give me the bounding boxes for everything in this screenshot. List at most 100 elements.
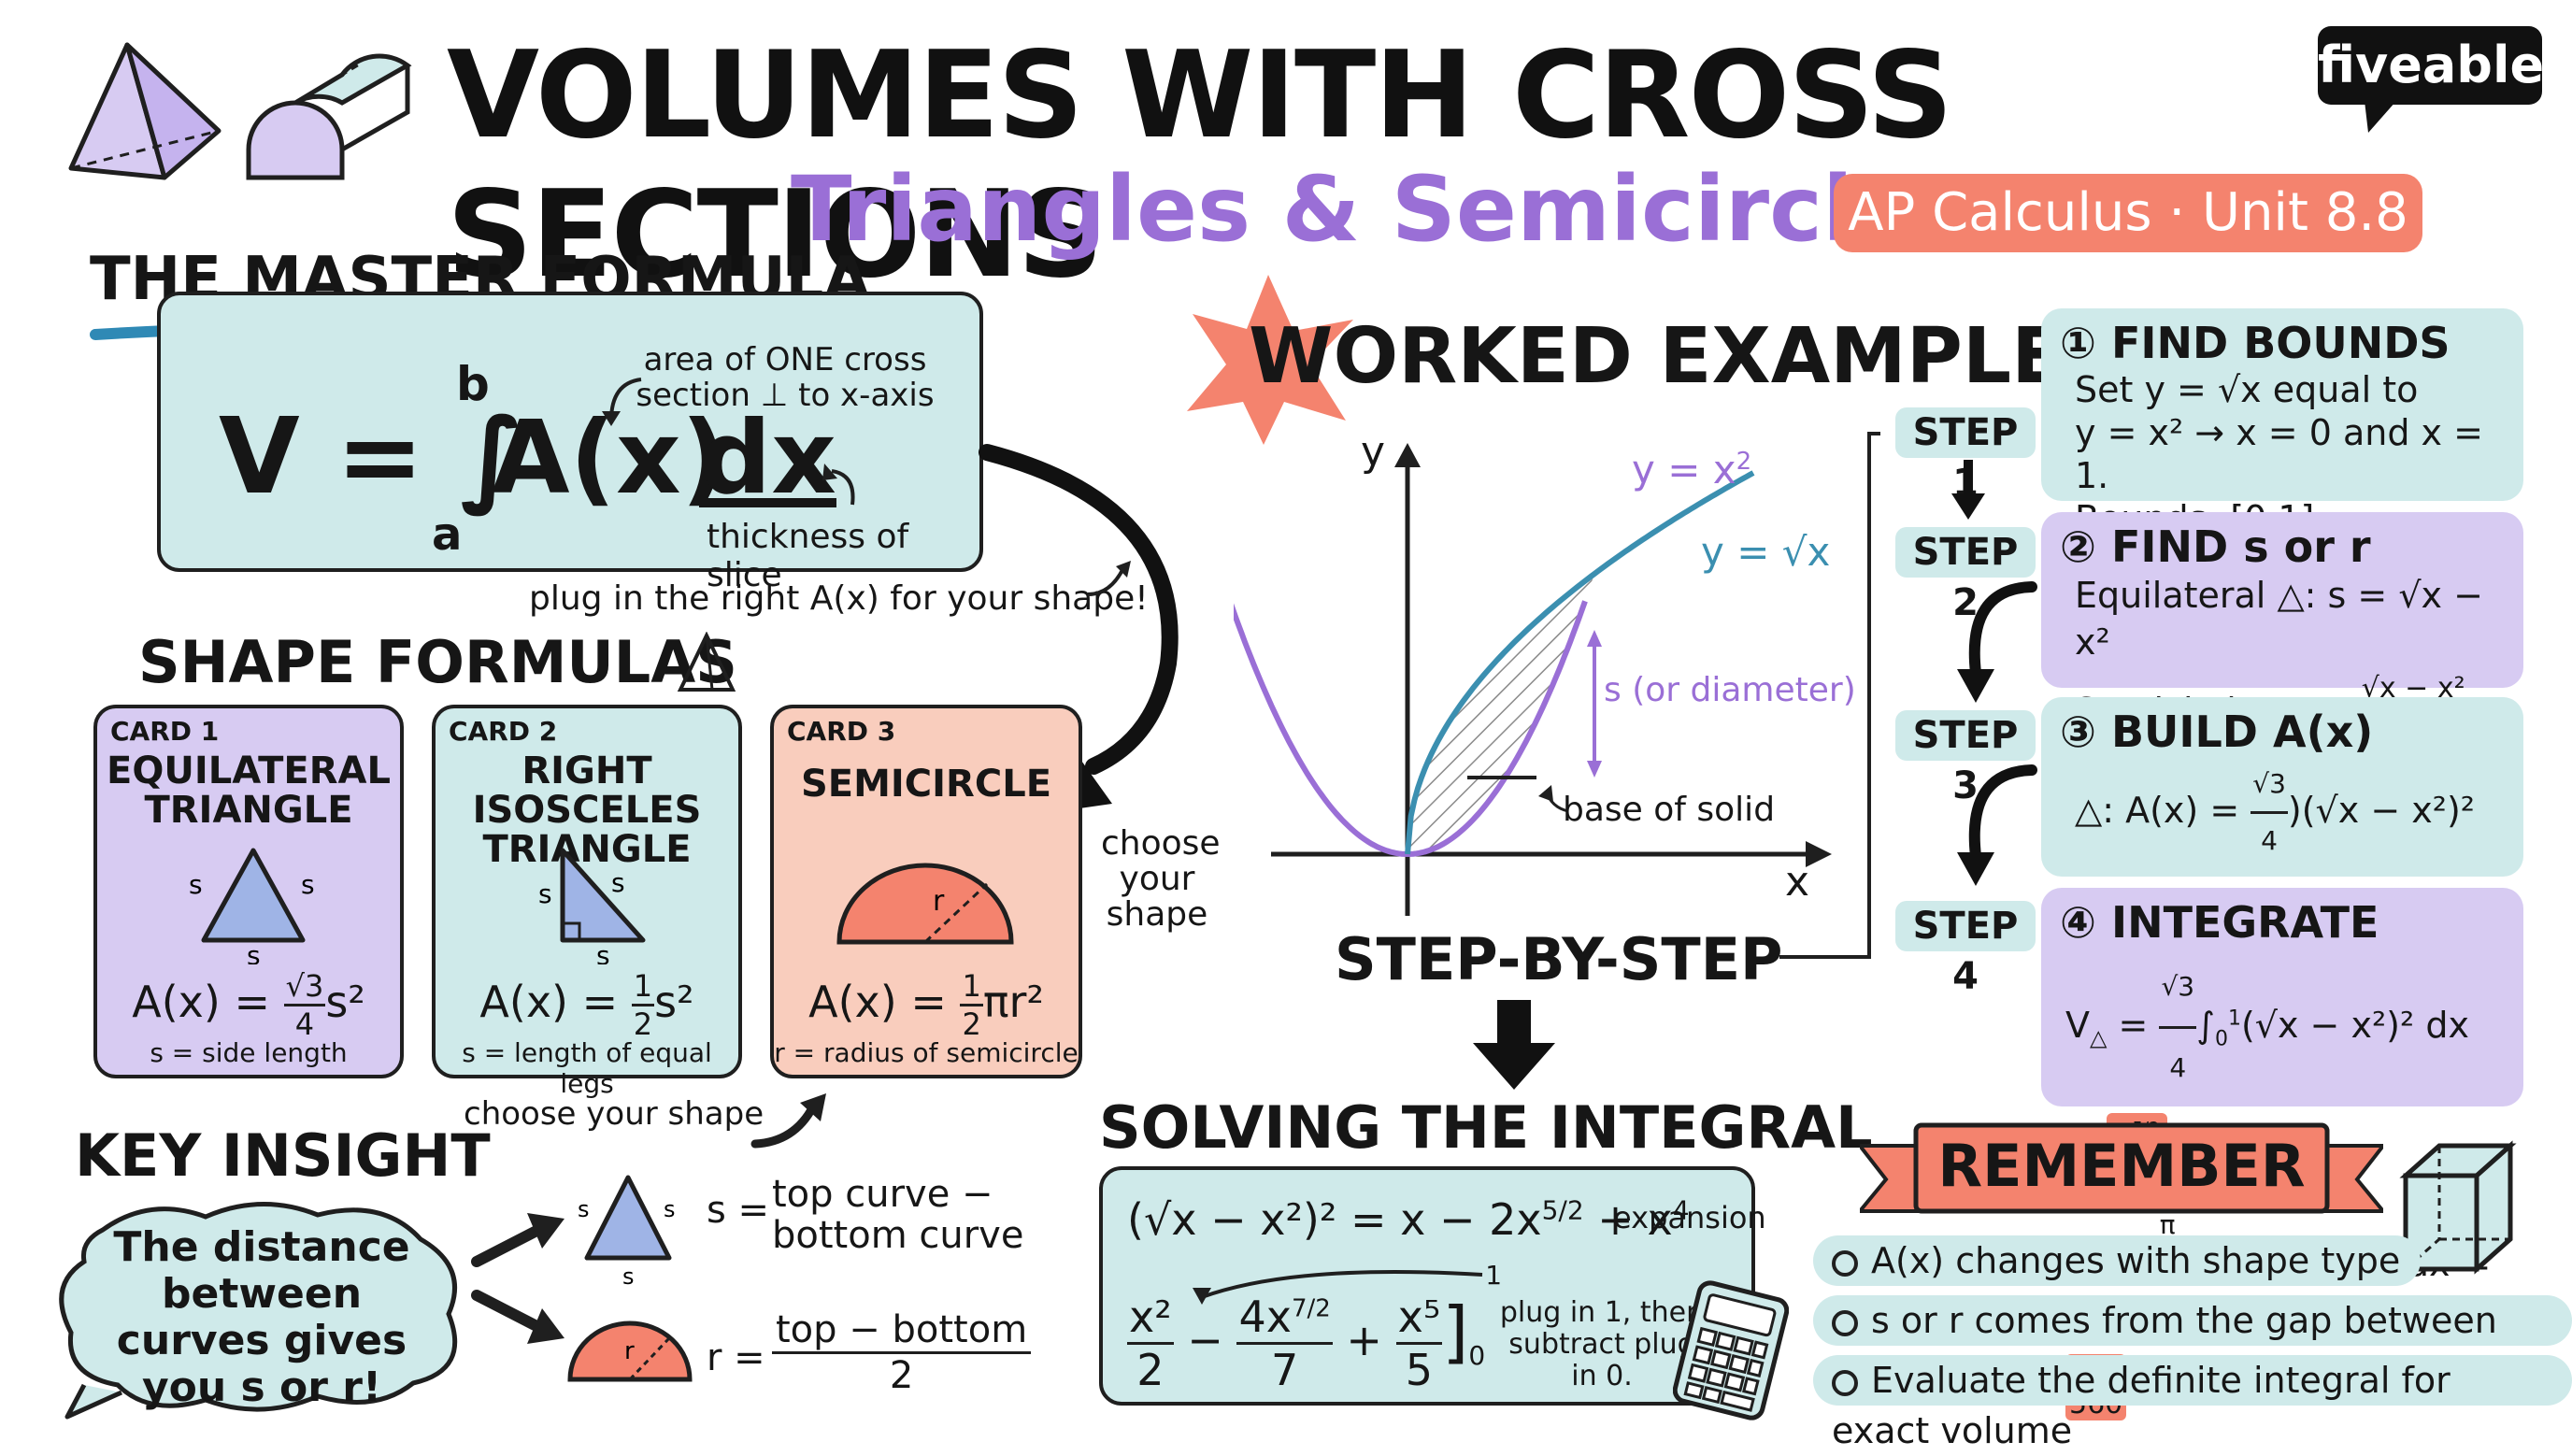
- integral-card: (√x − x²)² = x − 2x5/2 + x4 expansion x²…: [1099, 1166, 1766, 1406]
- arrow-icon: [1087, 561, 1131, 596]
- thickness-note: thickness of slice: [707, 518, 909, 594]
- remember-item-text: A(x) changes with shape type: [1871, 1240, 2401, 1281]
- step-3-label: STEP 3: [1895, 710, 2036, 807]
- arrow-icon: [471, 1213, 564, 1344]
- svg-text:s: s: [611, 867, 625, 898]
- right-triangle-icon: s s s: [538, 848, 646, 964]
- step-2-line: Equilateral △: s = √x − x²: [2075, 575, 2483, 663]
- step-1-label: STEP 1: [1895, 407, 2036, 505]
- svg-text:s: s: [247, 940, 261, 964]
- step-1-title: ① FIND BOUNDS: [2060, 318, 2451, 368]
- key-insight-heading: KEY INSIGHT: [75, 1121, 491, 1190]
- solving-integral-heading: SOLVING THE INTEGRAL: [1099, 1093, 1873, 1162]
- page-title: VOLUMES WITH CROSS SECTIONS: [447, 26, 1953, 305]
- r-numerator: top − bottom: [772, 1308, 1032, 1354]
- thought-bubble: [59, 1202, 458, 1420]
- semicircle-icon: r: [836, 863, 1014, 945]
- arrow-icon: [750, 1093, 826, 1149]
- master-formula-card: V = ∫ b a A(x) dx area of ONE cross sect…: [157, 292, 983, 594]
- prism-icon: [2399, 1140, 2517, 1275]
- course-badge: AP Calculus · Unit 8.8: [1834, 174, 2422, 252]
- base-of-solid-label: base of solid: [1563, 791, 1776, 829]
- svg-text:s: s: [578, 1196, 590, 1222]
- equilateral-triangle-icon: s s s: [578, 1175, 676, 1290]
- x-axis-label: x: [1785, 858, 1810, 906]
- upper-bound: b: [456, 357, 490, 411]
- expansion-equation: (√x − x²)² = x − 2x5/2 + x4: [1127, 1194, 1690, 1245]
- svg-text:s: s: [301, 869, 315, 900]
- formula-v: V = ∫: [219, 396, 524, 518]
- arrow-icon: [822, 464, 855, 506]
- svg-text:r: r: [624, 1337, 635, 1365]
- step-2-card: ② FIND s or r Equilateral △: s = √x − x²…: [2041, 512, 2523, 754]
- remember-item-text: s or r comes from the gap between curves: [1832, 1300, 2497, 1392]
- card-note: s = side length: [150, 1037, 348, 1068]
- arrow-icon: [1193, 1270, 1483, 1305]
- pyramid-icon: [677, 632, 736, 692]
- svg-text:s: s: [664, 1196, 676, 1222]
- step-1-line: Set y = √x equal to: [2075, 369, 2419, 410]
- step-1-card: ① FIND BOUNDS Set y = √x equal to y = x²…: [2041, 308, 2523, 539]
- card-right-isosceles-triangle[interactable]: CARD 2 RIGHT ISOSCELES TRIANGLE s s s A(…: [432, 705, 742, 1099]
- svg-text:s: s: [622, 1263, 635, 1290]
- y-axis-label: y: [1361, 428, 1386, 476]
- plug-in-note: plug in 1, then subtract plug in 0.: [1499, 1296, 1705, 1392]
- expansion-label: expansion: [1613, 1200, 1766, 1235]
- r-denominator: 2: [889, 1354, 914, 1397]
- remember-item: A(x) changes with shape type: [1813, 1235, 2422, 1286]
- step-4-label: STEP 4: [1895, 901, 2036, 998]
- curved-arrow-icon: [1957, 764, 2037, 886]
- curve-sqrt-x-label: y = √x: [1701, 529, 1831, 575]
- shape-formulas-heading: SHAPE FORMULAS: [138, 628, 737, 696]
- card-title: EQUILATERAL TRIANGLE: [107, 749, 391, 832]
- area-between-curves: [1407, 574, 1594, 854]
- semicircle-solid-icon: [246, 53, 412, 180]
- card-note: s = length of equal legs: [462, 1037, 712, 1099]
- remember-item: s or r comes from the gap between curves: [1813, 1295, 2572, 1392]
- page-subtitle: Triangles & Semicircles: [791, 157, 1968, 262]
- semicircle-icon: r: [567, 1320, 693, 1382]
- svg-text:s: s: [596, 940, 610, 964]
- s-equals: s =: [707, 1189, 770, 1232]
- card-tag: CARD 3: [787, 716, 896, 747]
- svg-text:s: s: [189, 869, 203, 900]
- s-diameter-label: s (or diameter): [1604, 671, 1856, 709]
- r-equals: r =: [707, 1336, 765, 1379]
- remember-item: Evaluate the definite integral for exact…: [1813, 1355, 2572, 1451]
- equilateral-triangle-icon: s s s: [189, 848, 315, 964]
- choose-shape-bottom-note: choose your shape: [464, 1095, 764, 1133]
- step-4-title: ④ INTEGRATE: [2060, 897, 2379, 948]
- step-3-card: ③ BUILD A(x) △: A(x) = √34)(√x − x²)² ◠:…: [2041, 697, 2523, 967]
- step-2-title: ② FIND s or r: [2060, 521, 2371, 572]
- fiveable-logo[interactable]: fiveable: [2318, 26, 2545, 133]
- card-title: SEMICIRCLE: [800, 763, 1052, 806]
- bullet-icon: [1832, 1309, 1858, 1336]
- step-4-card: ④ INTEGRATE V△ = √34∫01(√x − x²)² dx = 3…: [2041, 888, 2523, 1420]
- bullet-icon: [1832, 1369, 1858, 1396]
- choose-shape-side-note: choose your shape: [1101, 824, 1221, 934]
- curve-x-squared-label: y = x2: [1632, 447, 1752, 492]
- worked-example-graph: [1234, 443, 1832, 916]
- pyramid-icon: [68, 42, 221, 180]
- logo-text: fiveable: [2318, 36, 2545, 94]
- formula-dx: dx: [699, 400, 836, 517]
- bullet-icon: [1832, 1249, 1858, 1277]
- curve-sqrt-x: [1405, 470, 1755, 855]
- step-3-title: ③ BUILD A(x): [2060, 707, 2374, 757]
- plug-note: plug in the right A(x) for your shape!: [529, 579, 1149, 618]
- s-line2: bottom curve: [772, 1214, 1024, 1257]
- s-formula: top curve −bottom curve: [772, 1174, 1023, 1256]
- step-1-line: y = x² → x = 0 and x = 1.: [2075, 412, 2483, 496]
- remember-ribbon: [1860, 1122, 2383, 1214]
- card-equilateral-triangle[interactable]: CARD 1 EQUILATERAL TRIANGLE s s s A(x) =…: [93, 705, 404, 1078]
- s-line1: top curve −: [772, 1173, 993, 1216]
- arrow-icon: [602, 378, 642, 426]
- down-arrow-icon: [1473, 1000, 1555, 1090]
- area-note: area of ONE cross section ⊥ to x-axis: [636, 341, 935, 414]
- svg-text:r: r: [933, 885, 945, 918]
- insight-bubble-text: The distance between curves gives you s …: [113, 1223, 410, 1411]
- calculator-icon: [1673, 1280, 1789, 1420]
